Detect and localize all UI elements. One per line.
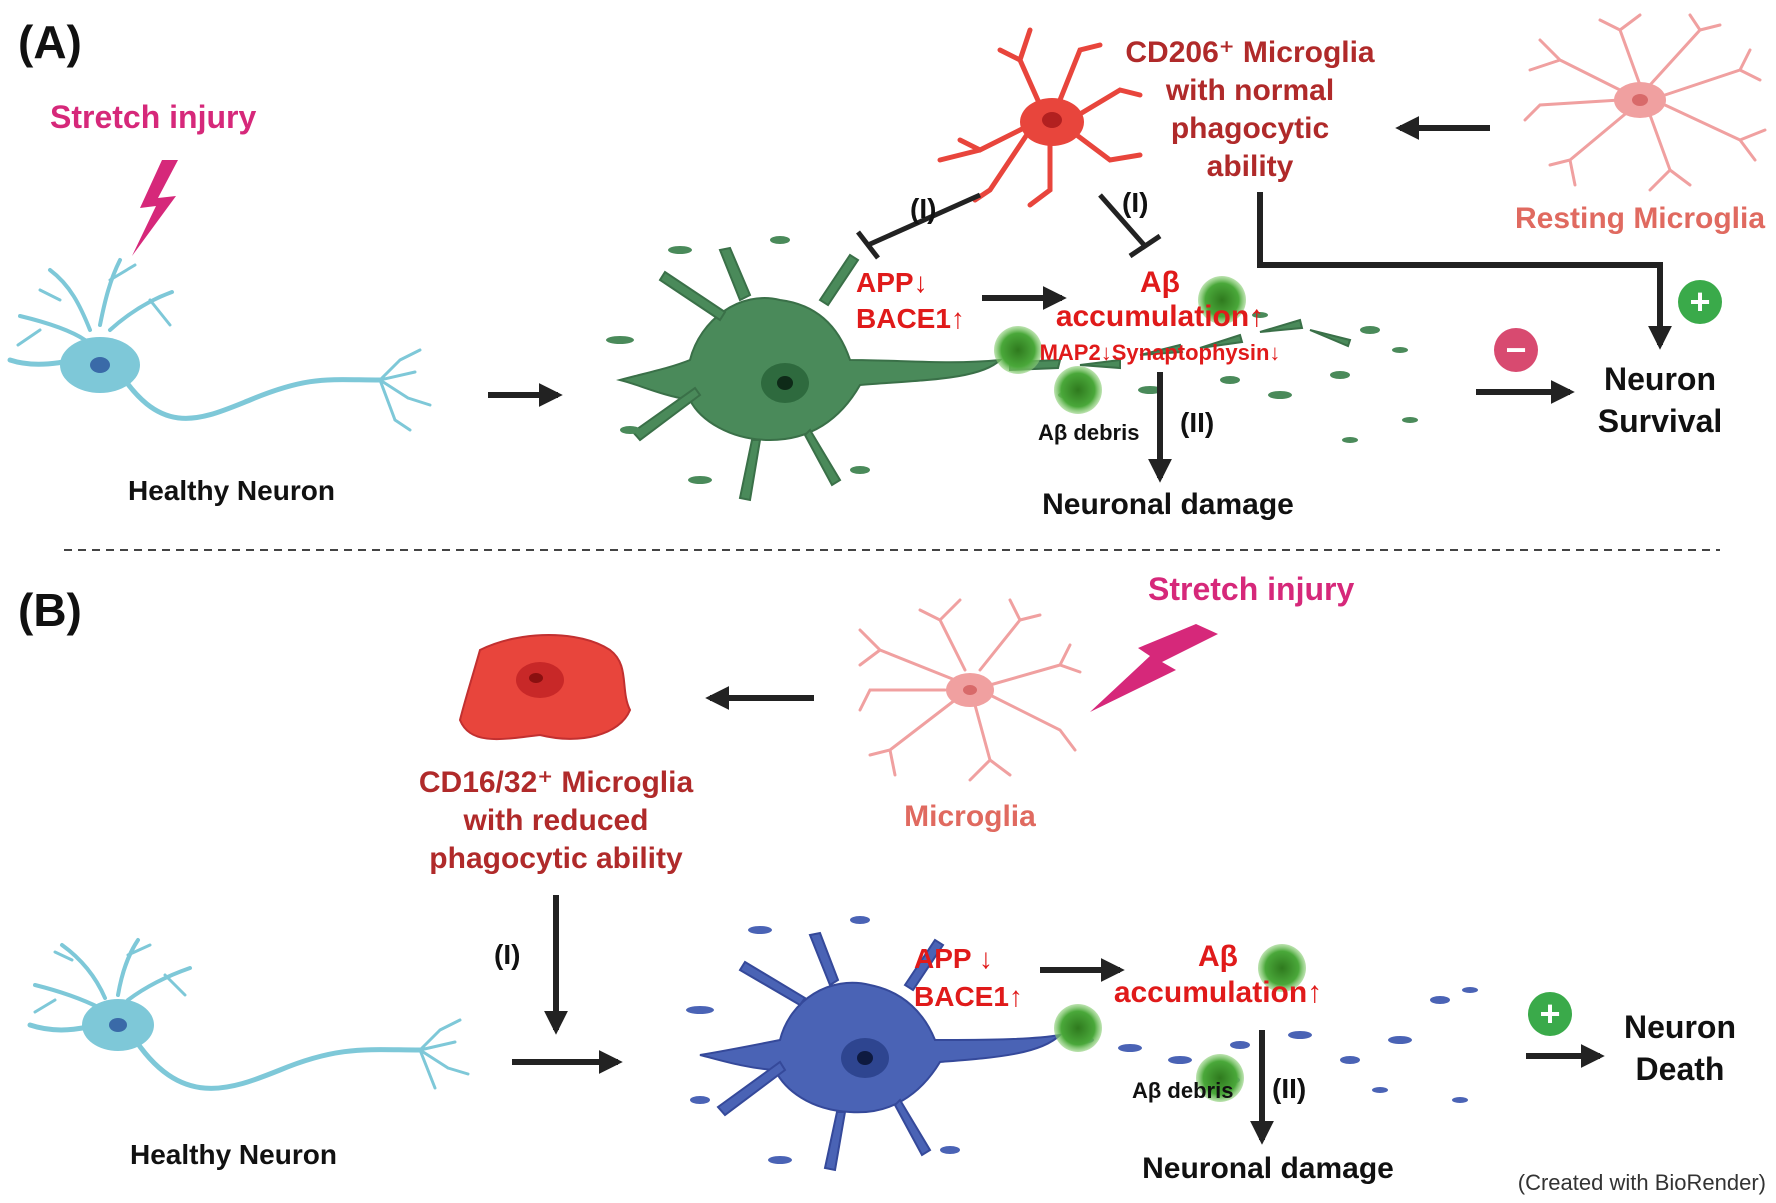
stretch-injury-label-b: Stretch injury <box>1148 571 1354 607</box>
neuron-survival-line1: Neuron <box>1604 361 1716 397</box>
bace1-label-a: BACE1↑ <box>856 303 965 334</box>
cd206-microglia-nucleus <box>1042 112 1062 128</box>
stretch-injury-label-a: Stretch injury <box>50 99 256 135</box>
damaged-neuron-nucleolus-b <box>857 1051 873 1065</box>
abeta-debris-label-b: Aβ debris <box>1132 1078 1233 1103</box>
resting-microglia-icon <box>1523 13 1767 192</box>
cd206-label-line1: CD206⁺ Microglia <box>1125 36 1375 69</box>
arrow-cd206-to-survival <box>1257 192 1672 350</box>
accumulation-label-b: accumulation↑ <box>1114 976 1322 1009</box>
plus-icon <box>1678 280 1722 324</box>
plus-icon <box>1528 992 1572 1036</box>
lightning-icon <box>132 160 178 256</box>
resting-microglia-label: Resting Microglia <box>1515 202 1765 235</box>
abeta-label-b: Aβ <box>1198 940 1238 973</box>
neuronal-damage-label-a: Neuronal damage <box>1042 488 1294 521</box>
neuron-survival-line2: Survival <box>1598 403 1723 439</box>
neuron-death-line2: Death <box>1636 1051 1725 1087</box>
microglia-label-b: Microglia <box>904 800 1036 833</box>
lightning-icon <box>1090 624 1218 712</box>
inhibition-right <box>1098 193 1162 259</box>
app-label-b: APP ↓ <box>914 943 993 974</box>
abeta-clump-icon <box>1258 944 1306 992</box>
step2-label-a: (II) <box>1180 407 1214 438</box>
cd16-label-line1: CD16/32⁺ Microglia <box>419 766 694 799</box>
healthy-neuron-icon <box>27 938 470 1091</box>
abeta-clump-icon <box>994 326 1042 374</box>
abeta-clump-icon <box>1054 366 1102 414</box>
inhibit-label-right: (I) <box>1122 187 1148 218</box>
cd206-label-line2: with normal <box>1165 74 1334 107</box>
cd206-label-line3: phagocytic <box>1171 112 1329 145</box>
abeta-clump-icon <box>1054 1004 1102 1052</box>
app-label-a: APP↓ <box>856 267 928 298</box>
healthy-neuron-label-a: Healthy Neuron <box>128 475 335 506</box>
step1-label-b: (I) <box>494 939 520 970</box>
damaged-neuron-nucleolus-a <box>777 376 793 390</box>
abeta-debris-label-a: Aβ debris <box>1038 420 1139 445</box>
cd206-label-line4: ability <box>1207 150 1294 183</box>
cd16-label-line3: phagocytic ability <box>429 842 683 875</box>
inhibit-label-left: (I) <box>910 193 936 224</box>
healthy-neuron-nucleus <box>90 357 110 373</box>
resting-microglia-nucleus <box>1632 94 1648 106</box>
inhibition-left <box>856 192 982 260</box>
step2-label-b: (II) <box>1272 1073 1306 1104</box>
abeta-clump-icon <box>1198 276 1246 324</box>
neuronal-damage-label-b: Neuronal damage <box>1142 1152 1394 1185</box>
plus-sign-b: + <box>1539 993 1560 1034</box>
plus-sign-a: + <box>1689 281 1710 322</box>
minus-sign: − <box>1505 329 1526 370</box>
damaged-neuron-green-icon <box>616 246 1352 502</box>
panel-b-label: (B) <box>18 584 82 636</box>
abeta-clump-icon <box>1196 1054 1244 1102</box>
map2-synaptophysin-label: MAP2↓Synaptophysin↓ <box>1040 340 1281 365</box>
cd16-microglia-nucleolus <box>529 673 543 683</box>
neuron-death-line1: Neuron <box>1624 1009 1736 1045</box>
microglia-icon <box>858 598 1082 782</box>
bace1-label-b: BACE1↑ <box>914 981 1023 1012</box>
microglia-nucleus-b <box>963 685 977 695</box>
healthy-neuron-nucleus-b <box>109 1018 127 1032</box>
panel-a-label: (A) <box>18 16 82 68</box>
abeta-label-a: Aβ <box>1140 266 1180 299</box>
cd16-label-line2: with reduced <box>462 804 648 837</box>
healthy-neuron-icon <box>7 258 432 432</box>
credit-label: (Created with BioRender) <box>1518 1170 1766 1195</box>
healthy-neuron-label-b: Healthy Neuron <box>130 1139 337 1170</box>
accumulation-label-a: accumulation↑ <box>1056 300 1264 333</box>
minus-icon <box>1494 328 1538 372</box>
